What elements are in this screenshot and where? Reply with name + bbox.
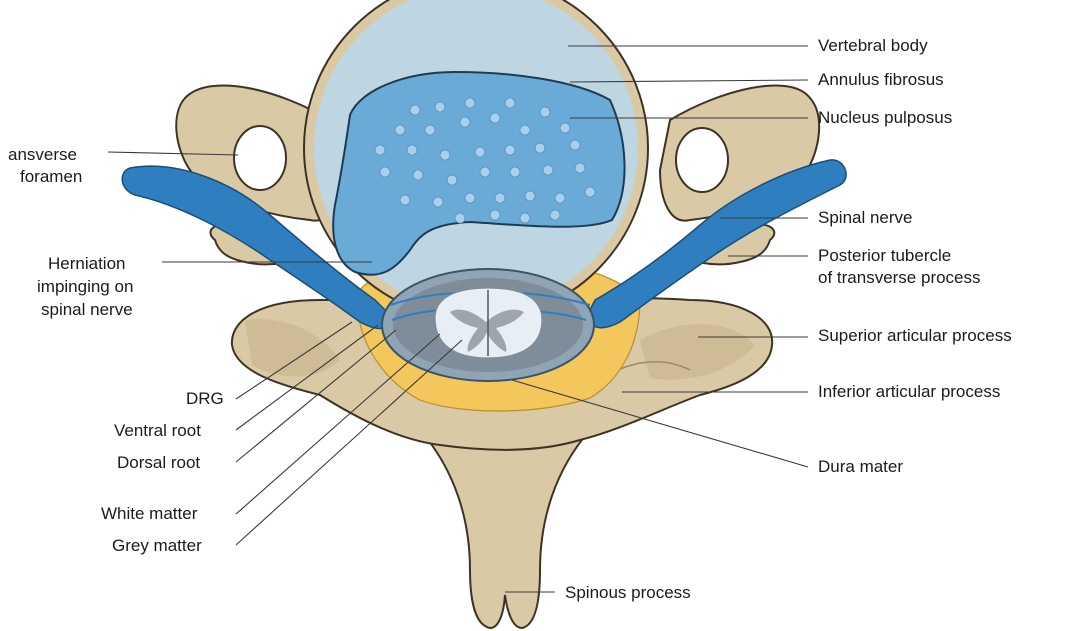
label-drg: DRG: [186, 388, 224, 409]
label-herniation-line1: Herniation: [48, 253, 126, 274]
left-transverse-foramen: [234, 126, 286, 190]
label-herniation-line3: spinal nerve: [41, 299, 133, 320]
label-annulus-fibrosus: Annulus fibrosus: [818, 69, 944, 90]
label-spinal-nerve: Spinal nerve: [818, 207, 913, 228]
label-spinous-process: Spinous process: [565, 582, 691, 603]
label-herniation-line2: impinging on: [37, 276, 133, 297]
right-transverse-foramen: [676, 128, 728, 192]
label-transverse-foramen-line2: foramen: [20, 166, 82, 187]
label-dura-mater: Dura mater: [818, 456, 903, 477]
label-nucleus-pulposus: Nucleus pulposus: [818, 107, 952, 128]
label-posterior-tubercle-line2: of transverse process: [818, 267, 981, 288]
label-transverse-foramen-line1: ansverse: [8, 144, 77, 165]
label-white-matter: White matter: [101, 503, 197, 524]
label-vertebral-body: Vertebral body: [818, 35, 928, 56]
label-dorsal-root: Dorsal root: [117, 452, 200, 473]
label-inferior-articular-process: Inferior articular process: [818, 381, 1000, 402]
label-grey-matter: Grey matter: [112, 535, 202, 556]
label-superior-articular-process: Superior articular process: [818, 325, 1012, 346]
label-posterior-tubercle-line1: Posterior tubercle: [818, 245, 951, 266]
label-ventral-root: Ventral root: [114, 420, 201, 441]
